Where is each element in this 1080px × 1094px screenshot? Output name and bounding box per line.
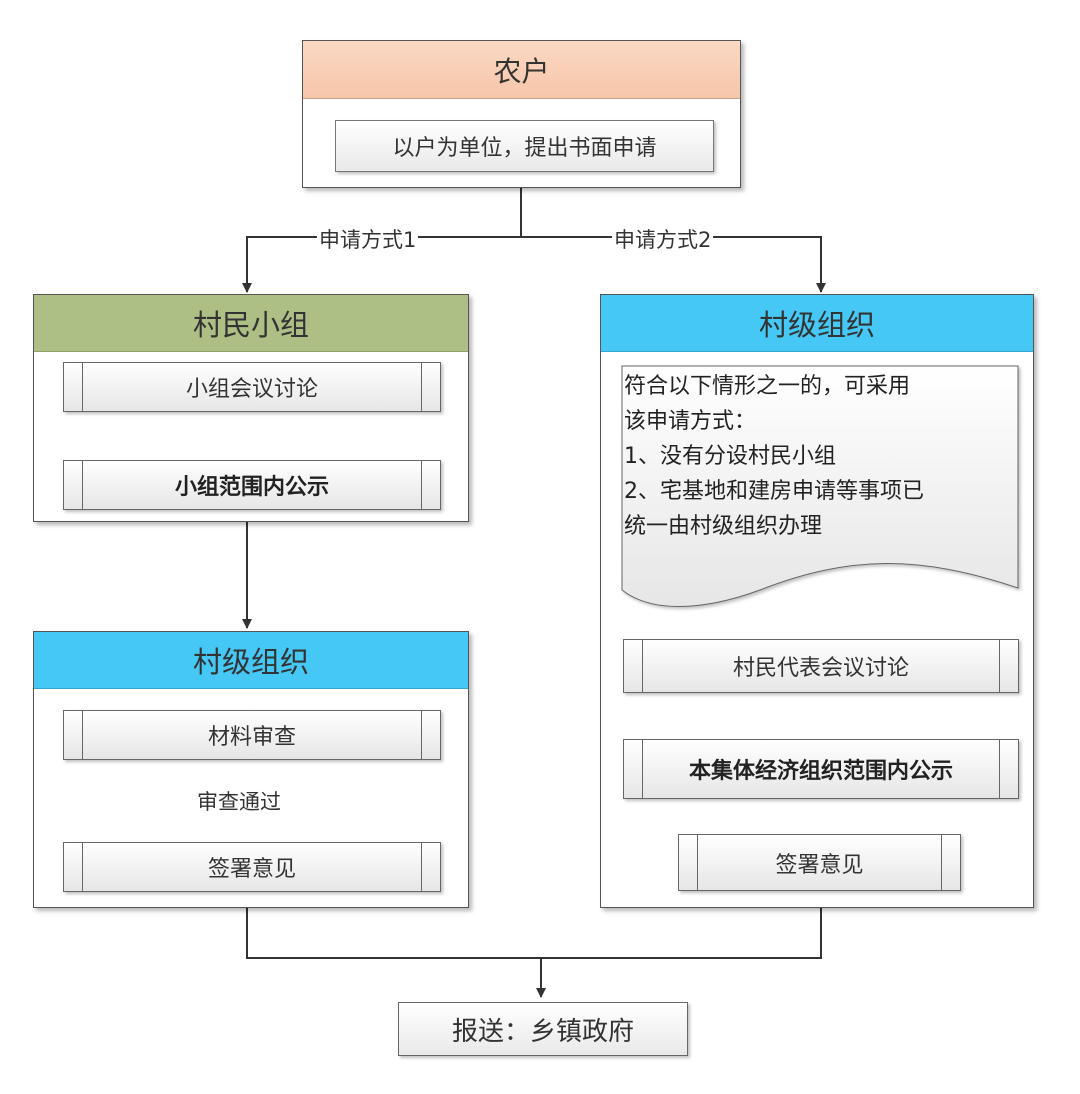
group-meeting-step: 小组会议讨论: [63, 362, 441, 412]
note-line-2: 该申请方式：: [624, 409, 757, 434]
connector-merge: [246, 908, 822, 959]
note-line-5: 统一由村级组织办理: [624, 514, 823, 539]
review-pass-label: 审查通过: [197, 790, 281, 814]
report-to-township-box: 报送：乡镇政府: [398, 1002, 688, 1056]
note-text: 符合以下情形之一的，可采用 该申请方式： 1、没有分设村民小组 2、宅基地和建房…: [624, 369, 1016, 544]
connector-method1: [242, 236, 521, 293]
farmer-box: 农户 以户为单位，提出书面申请: [302, 40, 741, 188]
village-org-left-title: 村级组织: [34, 632, 468, 689]
right-sign-opinion-step: 签署意见: [678, 834, 961, 891]
material-review-label: 材料审查: [207, 725, 296, 750]
group-meeting-label: 小组会议讨论: [185, 377, 318, 402]
village-org-right-title: 村级组织: [601, 295, 1033, 352]
right-sign-opinion-label: 签署意见: [775, 852, 864, 878]
route-label-method2: 申请方式2: [612, 224, 714, 254]
note-line-3: 1、没有分设村民小组: [624, 444, 836, 469]
group-publicity-label: 小组范围内公示: [174, 475, 329, 500]
farmer-apply-step: 以户为单位，提出书面申请: [335, 120, 714, 172]
rep-meeting-label: 村民代表会议讨论: [732, 656, 909, 681]
left-sign-opinion-step: 签署意见: [63, 842, 441, 892]
village-org-left-box: 村级组织 材料审查 签署意见: [33, 631, 469, 908]
group-publicity-step: 小组范围内公示: [63, 460, 441, 510]
note-line-4: 2、宅基地和建房申请等事项已: [624, 479, 924, 504]
villager-group-box: 村民小组 小组会议讨论 小组范围内公示: [33, 294, 469, 522]
farmer-title: 农户: [303, 41, 740, 99]
villager-group-title: 村民小组: [34, 295, 468, 352]
collective-publicity-label: 本集体经济组织范围内公示: [688, 759, 953, 784]
note-line-1: 符合以下情形之一的，可采用: [624, 374, 911, 399]
collective-publicity-step: 本集体经济组织范围内公示: [623, 739, 1019, 799]
left-sign-opinion-label: 签署意见: [207, 857, 296, 882]
material-review-step: 材料审查: [63, 710, 441, 760]
rep-meeting-step: 村民代表会议讨论: [623, 639, 1019, 693]
route-label-method1: 申请方式1: [317, 224, 419, 254]
